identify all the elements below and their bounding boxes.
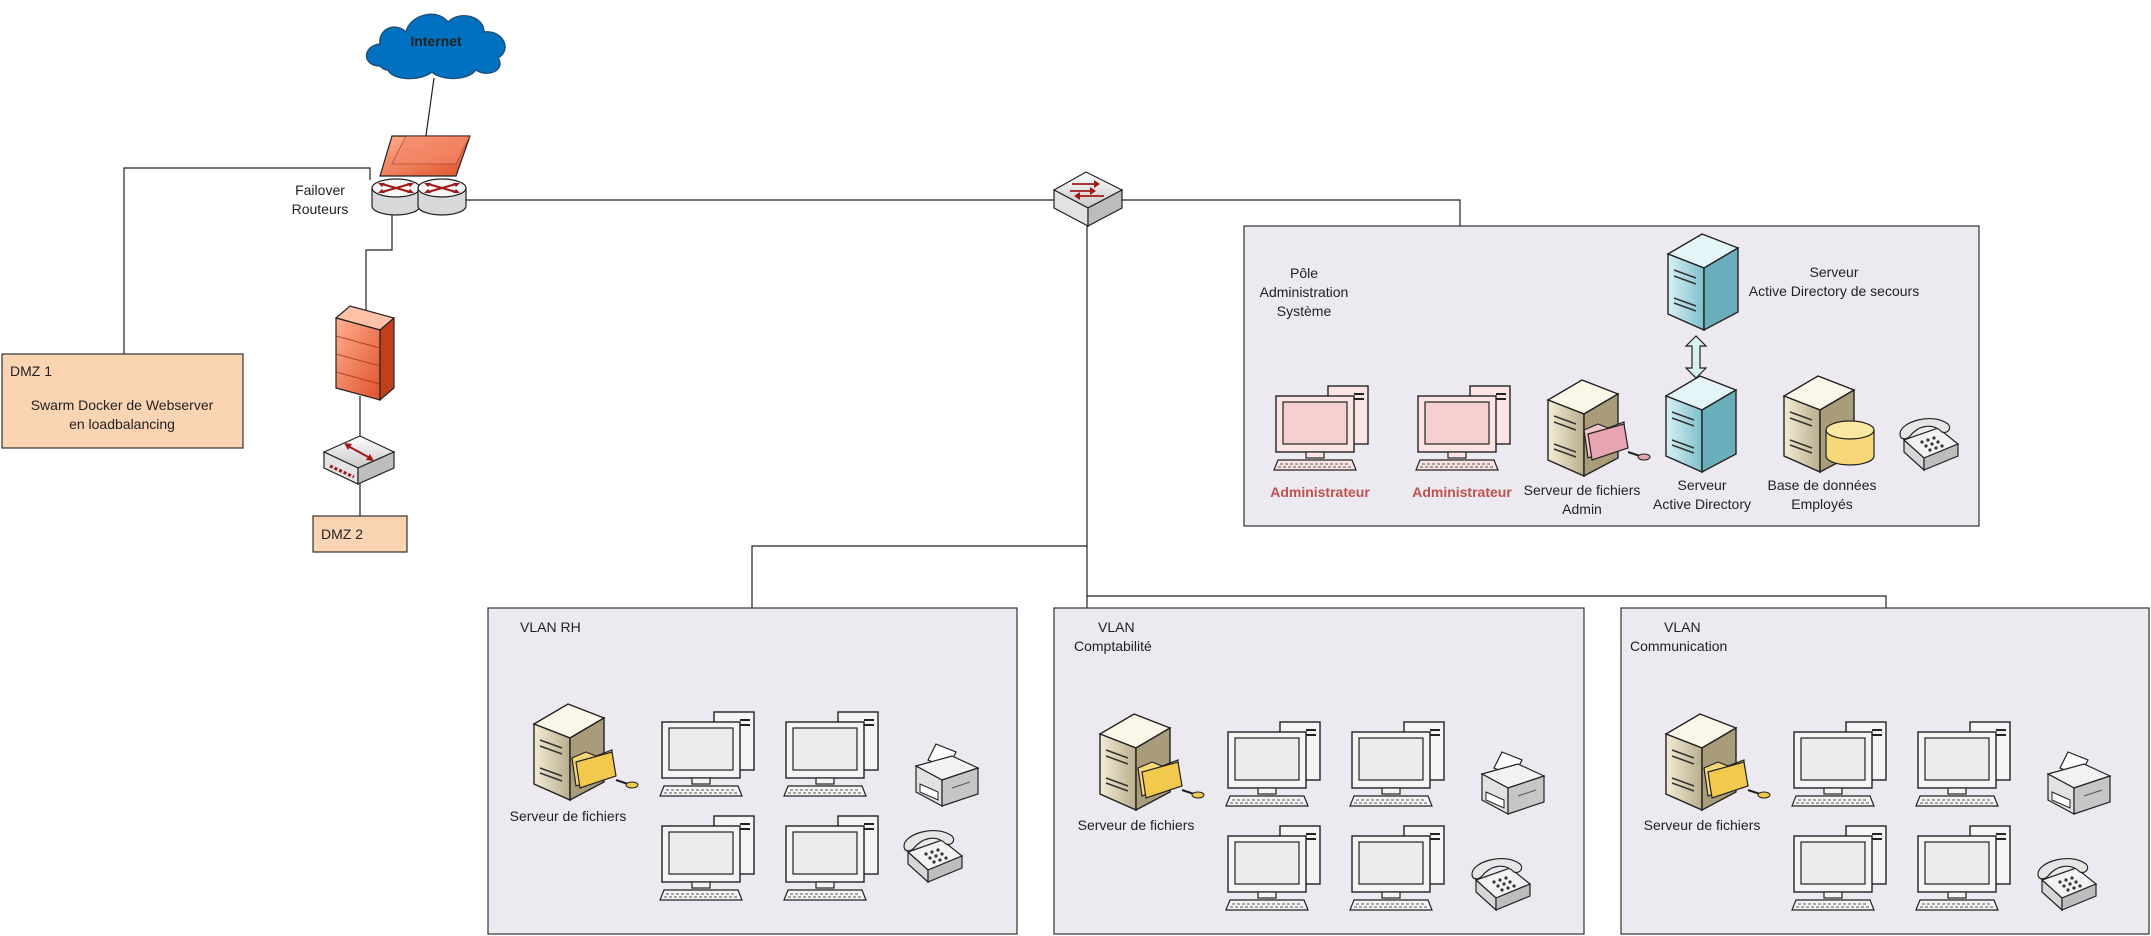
backup-ad-label-line2: Active Directory de secours [1749, 283, 1919, 299]
dmz1-title: DMZ 1 [10, 363, 52, 379]
firewall-icon [334, 305, 396, 402]
db-label-line2: Employés [1791, 496, 1852, 512]
ad-label-line1: Serveur [1677, 477, 1726, 493]
core-switch-icon [1052, 171, 1124, 227]
internet-label: Internet [410, 33, 462, 49]
vlan-compta-title-line1: VLAN [1098, 619, 1135, 635]
db-label-line1: Base de données [1768, 477, 1877, 493]
vlan-compta-title-line2: Comptabilité [1074, 638, 1152, 654]
dmz-switch-icon [322, 435, 396, 485]
dmz1-line2: en loadbalancing [69, 416, 175, 432]
dmz2-box: DMZ 2 [312, 515, 408, 553]
dmz1-line1: Swarm Docker de Webserver [31, 397, 214, 413]
fileserver-icon [533, 703, 605, 801]
vlan-rh-fileserver-label: Serveur de fichiers [510, 808, 627, 824]
database-server-icon [1783, 375, 1875, 473]
admin-fileserver-label-line2: Admin [1562, 501, 1602, 517]
admin2-label: Administrateur [1412, 484, 1512, 500]
admin1-label: Administrateur [1270, 484, 1370, 500]
network-links [123, 77, 1887, 608]
internet-cloud: Internet [365, 13, 506, 80]
fileserver-icon [1665, 713, 1737, 811]
admin-zone-title-line1: Pôle [1290, 265, 1318, 281]
admin-fileserver-label-line1: Serveur de fichiers [1524, 482, 1641, 498]
routers-label-line2: Routeurs [292, 201, 349, 217]
vlan-compta-fileserver-label: Serveur de fichiers [1078, 817, 1195, 833]
ad-server-icon [1665, 375, 1737, 473]
vlan-rh-title: VLAN RH [520, 619, 581, 635]
vlan-comm-title-line1: VLAN [1664, 619, 1701, 635]
routers-label-line1: Failover [295, 182, 345, 198]
dmz2-title: DMZ 2 [321, 526, 363, 542]
router-icon [370, 177, 422, 217]
fileserver-icon [1099, 713, 1171, 811]
vlan-comm-panel: VLAN Communication Serveur de fichiers [1620, 607, 2150, 935]
vlan-rh-panel: VLAN RH Serveur de fichiers [487, 607, 1018, 935]
backup-ad-label-line1: Serveur [1809, 264, 1858, 280]
admin-zone-title-line3: Système [1277, 303, 1332, 319]
dmz1-box: DMZ 1 Swarm Docker de Webserver en loadb… [1, 353, 244, 449]
vlan-comm-title-line2: Communication [1630, 638, 1727, 654]
ad-label-line2: Active Directory [1653, 496, 1751, 512]
vlan-comm-fileserver-label: Serveur de fichiers [1644, 817, 1761, 833]
admin-zone-panel: Pôle Administration Système Serveur Acti… [1243, 225, 1980, 527]
failover-routers: Failover Routeurs [292, 135, 471, 217]
vlan-compta-panel: VLAN Comptabilité Serveur de fichiers [1053, 607, 1585, 935]
admin-zone-title-line2: Administration [1260, 284, 1349, 300]
router-icon [416, 177, 468, 217]
backup-ad-server-icon [1667, 233, 1739, 331]
